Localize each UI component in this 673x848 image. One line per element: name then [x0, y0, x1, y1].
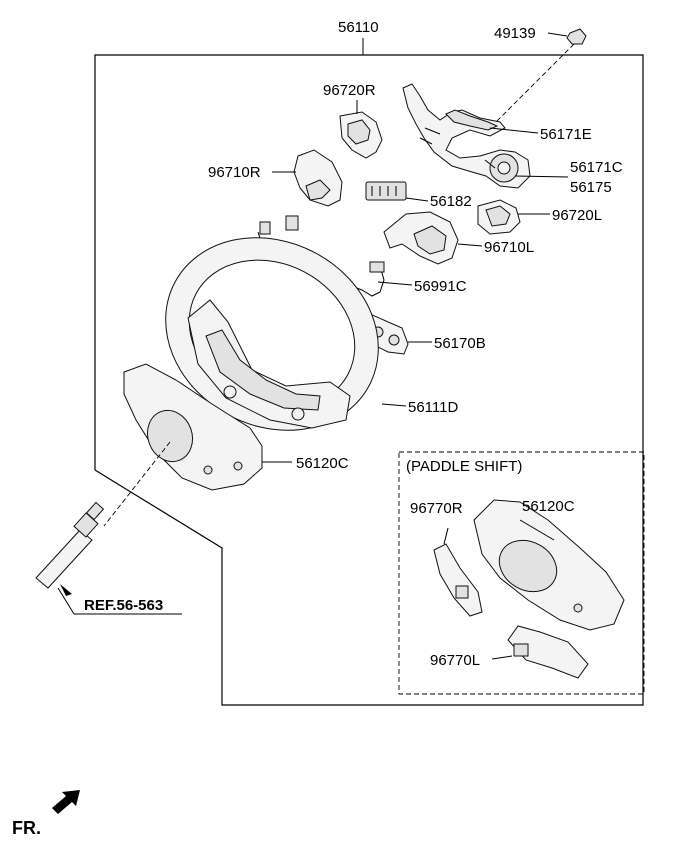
callout-56110: 56110 [338, 19, 379, 36]
connector-56182-part [365, 181, 429, 202]
ref-label: REF.56-563 [84, 597, 163, 614]
steering-wheel-56111D-part [165, 237, 407, 431]
front-direction-arrow-icon [52, 790, 80, 814]
callout-56182: 56182 [430, 193, 472, 210]
front-label: FR. [12, 818, 41, 838]
callout-96770L: 96770L [430, 652, 480, 669]
callout-56991C: 56991C [414, 278, 467, 295]
paddle-cover-56120C-part [473, 499, 625, 631]
callout-56171E: 56171E [540, 126, 592, 143]
callout-49139: 49139 [494, 25, 536, 42]
paddle-96770R-part [433, 527, 483, 617]
callout-96770R: 96770R [410, 500, 463, 517]
paddle-shift-box [398, 451, 645, 695]
paddle-shift-title: (PADDLE SHIFT) [406, 458, 522, 475]
callout-56170B: 56170B [434, 335, 486, 352]
callout-96710R: 96710R [208, 164, 261, 181]
main-assembly-frame [94, 54, 644, 706]
steering-shaft-part [35, 441, 182, 615]
callout-56171C: 56171C [570, 159, 623, 176]
callout-96710L: 96710L [484, 239, 534, 256]
lower-cover-56120C-part [123, 363, 292, 491]
callout-56120C: 56120C [296, 455, 349, 472]
clock-spring-56171C-part [402, 83, 569, 189]
nut-49139-part [489, 28, 587, 129]
paddle-96770L-part [491, 625, 589, 679]
switch-96720L-part [477, 199, 550, 235]
callout-96720L: 96720L [552, 207, 602, 224]
switch-96720R-part [339, 100, 383, 159]
callout-56175: 56175 [570, 179, 612, 196]
callout-96720R: 96720R [323, 82, 376, 99]
callout-56120C-paddle: 56120C [522, 498, 575, 515]
callout-56111D: 56111D [408, 399, 458, 416]
cover-96710R-part [272, 149, 343, 207]
cover-96710L-part [383, 211, 483, 265]
